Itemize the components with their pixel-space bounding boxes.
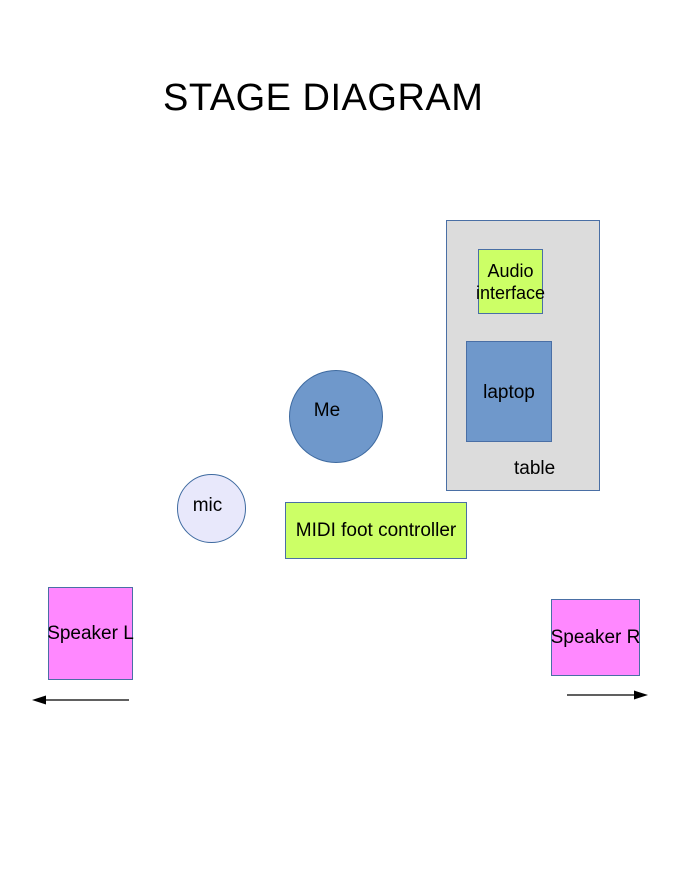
performer-circle: Me: [289, 370, 383, 463]
right-arrow-icon: [567, 690, 648, 700]
mic-circle: mic: [177, 474, 246, 543]
laptop-label: laptop: [483, 382, 535, 403]
performer-label: Me: [313, 400, 341, 421]
audio-interface-label: Audio interface: [475, 260, 546, 303]
midi-foot-controller-box: MIDI foot controller: [285, 502, 467, 559]
table-label: table: [514, 458, 556, 479]
speaker-right-label: Speaker R: [550, 626, 641, 648]
audio-interface-box: Audio interface: [475, 249, 546, 314]
left-arrow-icon: [32, 695, 129, 705]
laptop-box: laptop: [466, 341, 552, 442]
speaker-right-box: Speaker R: [551, 599, 640, 676]
midi-foot-controller-label: MIDI foot controller: [295, 519, 457, 541]
diagram-title: STAGE DIAGRAM: [163, 77, 484, 119]
mic-label: mic: [192, 494, 223, 516]
speaker-left-label: Speaker L: [47, 622, 134, 644]
speaker-left-box: Speaker L: [47, 587, 134, 680]
